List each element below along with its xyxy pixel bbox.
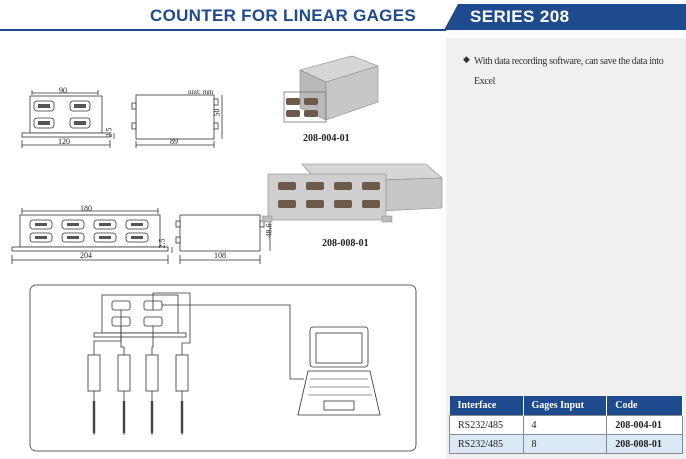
dimension-label: 204 [80, 251, 92, 260]
table-header: Interface [449, 396, 524, 416]
header-rule [0, 29, 446, 31]
dimension-label: 180 [80, 204, 92, 213]
dimension-label: 108 [214, 251, 226, 260]
small-unit-drawing [21, 90, 223, 148]
series-title: SERIES 208 [470, 7, 570, 26]
bullet-icon: ◆ [463, 54, 470, 64]
product-image-8ch [262, 163, 443, 223]
dimension-label: 50 [212, 108, 222, 117]
unit-note: unit: mm [188, 88, 214, 96]
table-cell: 208-008-01 [606, 434, 683, 454]
dimension-label: 89 [170, 137, 178, 146]
product-image-4ch [283, 55, 379, 123]
table-header-row: Interface Gages Input Code [449, 396, 683, 416]
page-title: COUNTER FOR LINEAR GAGES [150, 6, 416, 25]
table-row: RS232/485 4 208-004-01 [449, 415, 683, 435]
dimension-label: 90 [59, 86, 67, 95]
table-cell: RS232/485 [449, 415, 524, 435]
connection-diagram [29, 284, 417, 452]
product-label: 208-004-01 [303, 133, 350, 144]
table-cell: RS232/485 [449, 434, 524, 454]
series-banner [444, 4, 686, 30]
table-row: RS232/485 8 208-008-01 [449, 434, 683, 454]
large-unit-drawing [11, 208, 271, 264]
spec-table: Interface Gages Input Code RS232/485 4 2… [449, 396, 683, 454]
dimension-label: 120 [58, 137, 70, 146]
table-header: Code [606, 396, 683, 416]
feature-text: With data recording software, can save t… [474, 56, 664, 87]
dimension-label: 2.5 [104, 127, 114, 138]
dimension-label: 2.5 [157, 238, 167, 249]
table-cell: 8 [522, 434, 608, 454]
table-cell: 208-004-01 [606, 415, 683, 435]
info-panel [446, 38, 686, 459]
table-header: Gages Input [523, 396, 608, 416]
product-label: 208-008-01 [322, 238, 369, 249]
table-cell: 4 [522, 415, 608, 435]
